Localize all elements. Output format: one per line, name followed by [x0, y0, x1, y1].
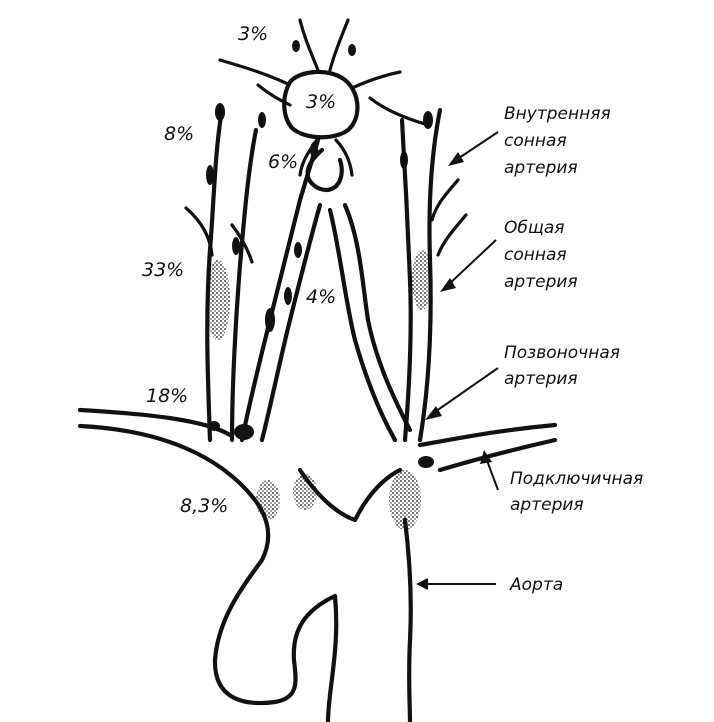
- aorta: [77, 407, 413, 722]
- pct-circle: 3%: [306, 91, 336, 113]
- stippled-areas: [206, 250, 432, 530]
- left-common-carotid: [184, 107, 259, 443]
- label-vertebral-line2: артерия: [504, 369, 578, 389]
- label-internal-carotid-line3: артерия: [504, 158, 578, 178]
- artery-labels: Внутренняя сонная артерия Общая сонная а…: [504, 104, 643, 595]
- label-internal-carotid-line1: Внутренняя: [504, 104, 611, 124]
- right-vertebral: [327, 202, 413, 443]
- label-internal-carotid-line2: сонная: [504, 131, 567, 151]
- right-subclavian: [297, 422, 558, 523]
- pct-vertebral: 4%: [306, 286, 336, 308]
- pct-carotid-bifurcation: 33%: [142, 259, 184, 281]
- label-subclavian-line1: Подключичная: [510, 469, 643, 489]
- plaques: [206, 40, 434, 468]
- pct-aortic-arch: 8,3%: [180, 495, 228, 517]
- circle-of-willis: [218, 18, 427, 192]
- label-aorta: Аорта: [509, 575, 563, 595]
- pct-left-upper: 8%: [164, 123, 194, 145]
- label-common-carotid-line2: сонная: [504, 245, 567, 265]
- pct-subclavian: 18%: [146, 385, 188, 407]
- label-vertebral-line1: Позвоночная: [504, 343, 620, 363]
- label-common-carotid-line1: Общая: [504, 218, 565, 238]
- percent-labels: 3% 3% 8% 6% 33% 4% 18% 8,3%: [142, 23, 336, 517]
- left-vertebral: [239, 137, 323, 443]
- label-subclavian-line2: артерия: [510, 495, 584, 515]
- pct-top: 3%: [238, 23, 268, 45]
- pct-inner: 6%: [268, 151, 298, 173]
- pointer-arrows: [416, 131, 499, 590]
- label-common-carotid-line3: артерия: [504, 272, 578, 292]
